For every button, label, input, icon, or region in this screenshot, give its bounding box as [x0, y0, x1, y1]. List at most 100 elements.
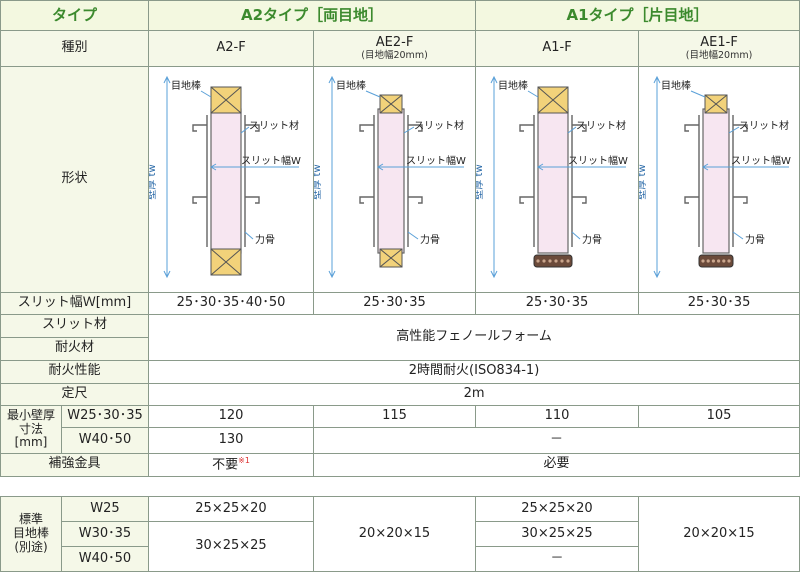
bone-leader [732, 231, 744, 240]
slit-panel [702, 108, 730, 254]
bone-bracket [192, 196, 208, 204]
bone-leader [407, 231, 419, 240]
wall-arrow-bottom [490, 270, 498, 279]
a1-type-header: A1タイプ［片目地］ [475, 0, 800, 31]
joint-foam-dot [717, 259, 721, 263]
bone-bracket [408, 124, 423, 132]
slit-panel [537, 108, 569, 254]
joint-leader [690, 90, 706, 98]
bone-bracket [359, 124, 375, 132]
length-label: 定尺 [0, 382, 150, 406]
joint-w40-label: W40･50 [61, 546, 149, 572]
joint-w30-a1f: 30×25×25 [475, 521, 639, 547]
wall-arrow-bottom [653, 270, 661, 279]
joint-block-diagonal [379, 94, 403, 114]
joint-block-diagonal [210, 86, 242, 114]
joint-foam-dot [706, 259, 710, 263]
joint-w25-a2f: 25×25×20 [148, 496, 314, 522]
min-wall-ae2f: 115 [313, 404, 477, 428]
reinforce-a2: 不要※1 [148, 452, 315, 477]
kind-a2f: A2-F [148, 30, 315, 67]
kind-ae2f: AE2-F(目地幅20mm) [313, 30, 477, 67]
joint-leader [200, 90, 212, 98]
kind-a1f: A1-F [475, 30, 640, 67]
wall-arrow-top [653, 75, 661, 84]
kind-label: 種別 [0, 30, 150, 67]
joint-foam-dot [566, 259, 570, 263]
joint-foam [698, 254, 734, 268]
w2-label: W40･50 [60, 426, 150, 454]
fire-performance-value: 2時間耐火(ISO834-1) [148, 359, 800, 384]
wall-label: 壁厚 tw [314, 164, 323, 199]
slit-material-label: スリット材 [249, 119, 299, 132]
wall-arrow-bottom [163, 270, 171, 279]
slit-width-label: スリット幅Ｗ[mm] [0, 291, 150, 315]
bone-leader [244, 231, 254, 240]
joint-foam-dot [542, 259, 546, 263]
material-value: 高性能フェノールフォーム [148, 313, 800, 361]
joint-foam-dot [722, 259, 726, 263]
joint-foam [533, 254, 573, 268]
bone-label: 力骨 [420, 233, 440, 246]
joint-foam-dot [701, 259, 705, 263]
reinforce-label: 補強金具 [0, 452, 150, 477]
shape-label: 形状 [0, 66, 150, 293]
slit-material-label: スリット材 [739, 119, 789, 132]
joint-foam-dot [727, 259, 731, 263]
joint-w25-label: W25 [61, 496, 149, 522]
wall-arrow-top [328, 75, 336, 84]
bone-bracket [192, 124, 208, 132]
slit-width-label: スリット幅W [241, 154, 301, 167]
joint-label: 目地棒 [336, 79, 366, 92]
joint-foam-dot [554, 259, 558, 263]
joint-block-diagonal [210, 248, 242, 276]
slit-material-leader [728, 126, 740, 134]
wall-label: 壁厚 tw [476, 164, 485, 199]
joint-foam-dot [548, 259, 552, 263]
joint-ae2f: 20×20×15 [313, 496, 476, 572]
bone-bracket [572, 196, 587, 204]
bone-bracket [519, 196, 535, 204]
bone-leader [571, 231, 581, 240]
joint-block-diagonal [379, 248, 403, 268]
wall-arrow-top [490, 75, 498, 84]
wall-label: 壁厚 tw [149, 164, 158, 199]
slit-material-label: スリット材 [0, 313, 150, 338]
spec-table: タイプ A2タイプ［両目地］ A1タイプ［片目地］ 種別 A2-F AE2-F(… [0, 0, 800, 477]
slit-width-arrow [210, 163, 217, 171]
joint-label: 目地棒 [661, 79, 691, 92]
joint-w25-a1f: 25×25×20 [475, 496, 639, 522]
joint-foam-dot [560, 259, 564, 263]
bone-bracket [572, 124, 587, 132]
joint-label: 目地棒 [171, 79, 201, 92]
bone-label: 力骨 [582, 233, 602, 246]
wall-arrow-top [163, 75, 171, 84]
joint-table: 標準目地棒(別途) W25 25×25×20 20×20×15 25×25×20… [0, 496, 800, 572]
joint-leader [527, 90, 539, 98]
slit-material-label: スリット材 [414, 119, 464, 132]
bone-bracket [733, 196, 748, 204]
min-wall-w2-a2f: 130 [148, 426, 315, 454]
slit-width-arrow [702, 163, 709, 171]
bone-bracket [245, 196, 260, 204]
joint-label: 標準目地棒(別途) [0, 496, 62, 572]
slit-width-label: スリット幅W [568, 154, 628, 167]
slit-panel [377, 108, 405, 254]
a2-type-header: A2タイプ［両目地］ [148, 0, 477, 31]
slit-width-ae2f: 25･30･35 [313, 291, 477, 315]
joint-w30-label: W30･35 [61, 521, 149, 547]
bone-bracket [359, 196, 375, 204]
slit-width-arrow [537, 163, 544, 171]
fire-performance-label: 耐火性能 [0, 359, 150, 384]
slit-width-arrow [377, 163, 384, 171]
slit-material-leader [567, 126, 577, 134]
fire-material-label: 耐火材 [0, 336, 150, 361]
slit-material-leader [240, 126, 250, 134]
